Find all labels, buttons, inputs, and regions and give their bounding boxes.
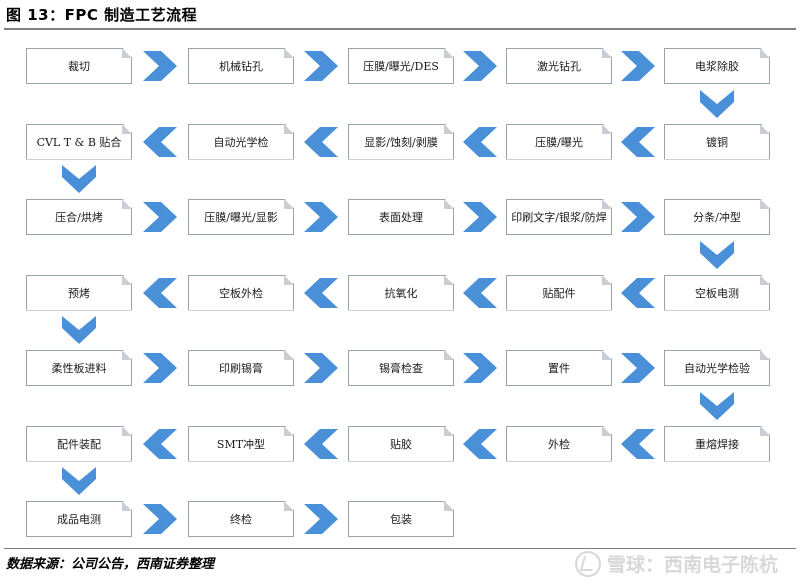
process-step: 印刷锡膏 [188, 350, 294, 386]
arrow-right-icon [143, 202, 177, 236]
process-step: 配件装配 [26, 426, 132, 462]
process-step: 柔性板进料 [26, 350, 132, 386]
process-step: CVL T & B 贴合 [26, 124, 132, 160]
arrow-right-icon [304, 504, 338, 538]
process-step: 外检 [506, 426, 612, 462]
source-note: 数据来源：公司公告，西南证券整理 [6, 557, 215, 572]
footer-divider [4, 548, 796, 549]
arrow-left-icon [304, 277, 338, 312]
arrow-left-icon [304, 126, 338, 161]
process-step: 电浆除胶 [664, 48, 770, 84]
arrow-right-icon [463, 202, 497, 236]
process-step: SMT冲型 [188, 426, 294, 462]
process-step: 显影/蚀刻/剥膜 [348, 124, 454, 160]
arrow-right-icon [143, 504, 177, 538]
process-step: 抗氧化 [348, 275, 454, 311]
arrow-down-icon [62, 316, 96, 348]
process-step: 终检 [188, 501, 294, 537]
process-step: 空板电测 [664, 275, 770, 311]
arrow-down-icon [62, 165, 96, 197]
arrow-right-icon [304, 353, 338, 387]
arrow-left-icon [463, 126, 497, 161]
arrow-right-icon [621, 202, 655, 236]
arrow-left-icon [143, 428, 177, 463]
arrow-right-icon [304, 51, 338, 85]
arrow-left-icon [463, 428, 497, 463]
watermark: 雪球：西南电子陈杭 [574, 550, 778, 577]
watermark-text: 雪球：西南电子陈杭 [606, 554, 778, 576]
process-step: 激光钻孔 [506, 48, 612, 84]
process-step: 镀铜 [664, 124, 770, 160]
arrow-right-icon [143, 51, 177, 85]
process-step: 表面处理 [348, 199, 454, 235]
title-divider [4, 28, 796, 30]
arrow-right-icon [304, 202, 338, 236]
process-step: 机械钻孔 [188, 48, 294, 84]
process-step: 贴配件 [506, 275, 612, 311]
arrow-left-icon [143, 277, 177, 312]
arrow-down-icon [700, 89, 734, 122]
figure-title: 图 13：FPC 制造工艺流程 [6, 6, 198, 24]
arrow-left-icon [621, 126, 655, 161]
process-step: 贴胶 [348, 426, 454, 462]
arrow-left-icon [621, 428, 655, 463]
arrow-right-icon [621, 353, 655, 387]
arrow-down-icon [62, 467, 96, 499]
process-step: 压合/烘烤 [26, 199, 132, 235]
arrow-left-icon [463, 277, 497, 312]
process-step: 锡膏检查 [348, 350, 454, 386]
xueqiu-logo-icon [574, 550, 601, 577]
process-step: 压膜/曝光/DES [348, 48, 454, 84]
process-step: 压膜/曝光 [506, 124, 612, 160]
arrow-down-icon [700, 240, 734, 273]
arrow-right-icon [463, 51, 497, 85]
process-step: 自动光学检 [188, 124, 294, 160]
process-step: 分条/冲型 [664, 199, 770, 235]
process-step: 重熔焊接 [664, 426, 770, 462]
process-step: 自动光学检验 [664, 350, 770, 386]
arrow-right-icon [463, 353, 497, 387]
arrow-right-icon [143, 353, 177, 387]
process-step: 印刷文字/银浆/防焊 [506, 199, 612, 235]
arrow-left-icon [143, 126, 177, 161]
process-step: 置件 [506, 350, 612, 386]
process-step: 空板外检 [188, 275, 294, 311]
process-step: 压膜/曝光/显影 [188, 199, 294, 235]
arrow-right-icon [621, 51, 655, 85]
process-step: 成品电测 [26, 501, 132, 537]
process-step: 预烤 [26, 275, 132, 311]
process-step: 包装 [348, 501, 454, 537]
arrow-left-icon [621, 277, 655, 312]
arrow-left-icon [304, 428, 338, 463]
process-step: 裁切 [26, 48, 132, 84]
arrow-down-icon [700, 391, 734, 424]
